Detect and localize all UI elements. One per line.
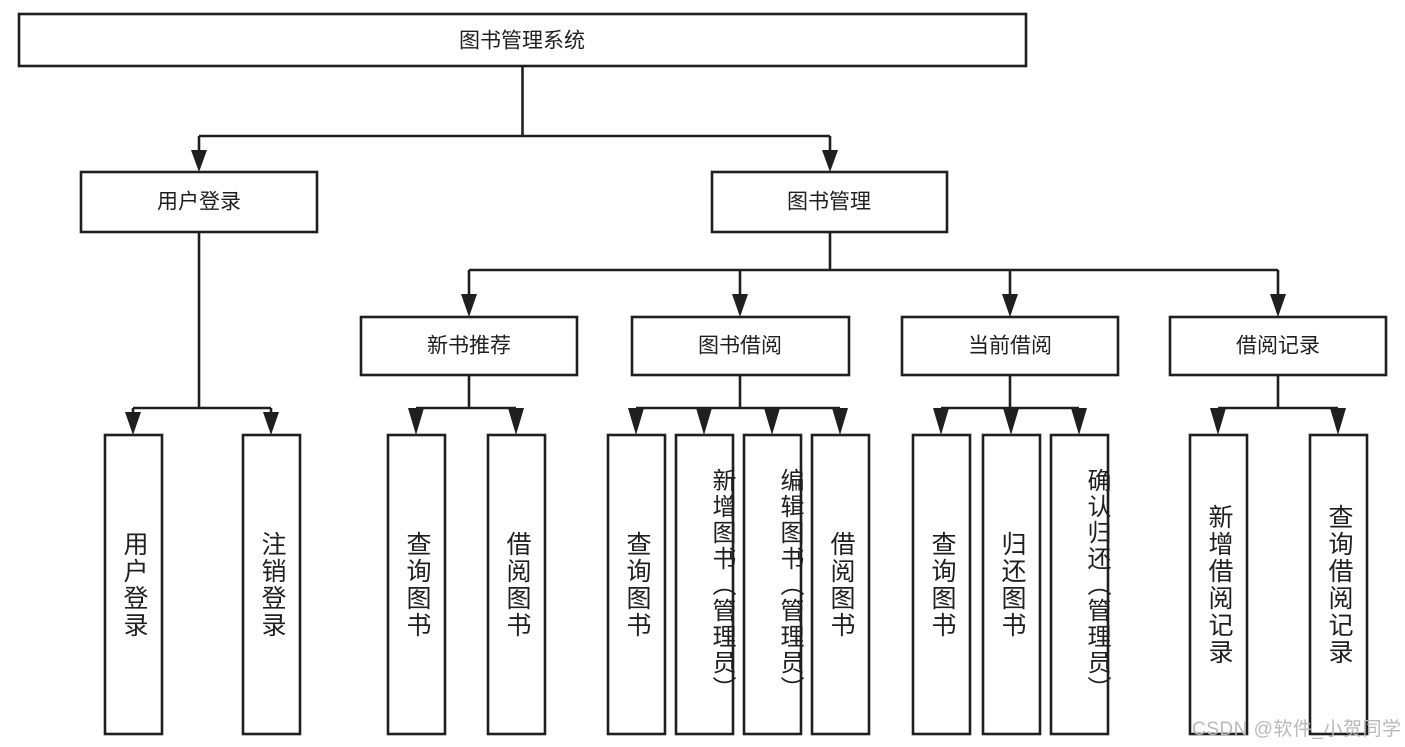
arrow-head-leaf-edit-book-admin bbox=[764, 408, 780, 435]
node-leaf-return-book-rect[interactable] bbox=[981, 433, 1042, 736]
node-book-management-label: 图书管理 bbox=[787, 191, 871, 214]
arrow-head-leaf-confirm-return-admin bbox=[1071, 408, 1087, 435]
arrow-head-leaf-add-borrow-record bbox=[1210, 408, 1226, 435]
node-new-book-recommend-label: 新书推荐 bbox=[427, 335, 511, 358]
arrow-head-leaf-query-book-borrow bbox=[628, 408, 644, 435]
node-user-login[interactable]: 用户登录 bbox=[79, 170, 319, 234]
arrow-head-leaf-add-book-admin bbox=[696, 408, 712, 435]
arrow-head-new-book-recommend bbox=[461, 294, 477, 317]
node-book-borrow[interactable]: 图书借阅 bbox=[630, 315, 851, 377]
node-leaf-add-borrow-record-rect[interactable] bbox=[1188, 433, 1249, 736]
node-borrow-records-label: 借阅记录 bbox=[1236, 335, 1320, 358]
node-current-borrow-label: 当前借阅 bbox=[968, 335, 1052, 358]
node-leaf-query-book-recommend-rect[interactable] bbox=[386, 433, 447, 736]
arrow-head-leaf-return-book bbox=[1003, 408, 1019, 435]
node-leaf-logout-login-rect[interactable] bbox=[241, 433, 302, 736]
node-current-borrow[interactable]: 当前借阅 bbox=[900, 315, 1120, 377]
node-leaf-query-book-borrow-rect[interactable] bbox=[606, 433, 667, 736]
node-borrow-records-rect[interactable] bbox=[1168, 315, 1388, 377]
node-root[interactable]: 图书管理系统 bbox=[17, 12, 1028, 68]
arrow-head-user-login bbox=[191, 150, 207, 172]
csdn-watermark: CSDN @软件_小贺同学 bbox=[1192, 719, 1402, 740]
arrow-head-book-borrow bbox=[732, 294, 748, 317]
node-user-login-label: 用户登录 bbox=[157, 191, 241, 214]
arrow-head-book-management bbox=[822, 150, 838, 172]
node-leaf-add-book-admin-rect[interactable] bbox=[674, 433, 735, 736]
node-leaf-borrow-book-recommend-rect[interactable] bbox=[486, 433, 547, 736]
node-book-management-rect[interactable] bbox=[710, 170, 949, 234]
arrow-head-leaf-borrow-book-recommend bbox=[508, 408, 524, 435]
node-book-borrow-rect[interactable] bbox=[630, 315, 851, 377]
arrow-head-leaf-logout-login bbox=[263, 412, 279, 435]
node-leaf-borrow-book-rect[interactable] bbox=[810, 433, 871, 736]
node-new-book-recommend[interactable]: 新书推荐 bbox=[359, 315, 579, 377]
node-leaf-edit-book-admin-rect[interactable] bbox=[742, 433, 803, 736]
connector-layer bbox=[125, 66, 1346, 435]
arrow-head-leaf-borrow-book bbox=[832, 408, 848, 435]
arrow-head-leaf-query-borrow-record bbox=[1330, 408, 1346, 435]
arrow-head-leaf-query-book-recommend bbox=[408, 408, 424, 435]
arrow-head-leaf-user-login bbox=[125, 412, 141, 435]
node-root-label: 图书管理系统 bbox=[459, 30, 585, 53]
node-user-login-rect[interactable] bbox=[79, 170, 319, 234]
arrow-head-current-borrow bbox=[1002, 294, 1018, 317]
arrow-head-leaf-query-book-current bbox=[933, 408, 949, 435]
node-leaf-user-login-rect[interactable] bbox=[103, 433, 164, 736]
node-layer: 图书管理系统 用户登录 图书管理 新书推荐 图书借阅 bbox=[17, 12, 1388, 736]
node-borrow-records[interactable]: 借阅记录 bbox=[1168, 315, 1388, 377]
node-current-borrow-rect[interactable] bbox=[900, 315, 1120, 377]
arrow-head-borrow-records bbox=[1270, 294, 1286, 317]
node-new-book-recommend-rect[interactable] bbox=[359, 315, 579, 377]
node-root-rect[interactable] bbox=[17, 12, 1028, 68]
node-book-management[interactable]: 图书管理 bbox=[710, 170, 949, 234]
node-leaf-query-book-current-rect[interactable] bbox=[911, 433, 972, 736]
node-leaf-confirm-return-admin-rect[interactable] bbox=[1049, 433, 1110, 736]
node-leaf-query-borrow-record-rect[interactable] bbox=[1308, 433, 1369, 736]
node-book-borrow-label: 图书借阅 bbox=[698, 335, 782, 358]
